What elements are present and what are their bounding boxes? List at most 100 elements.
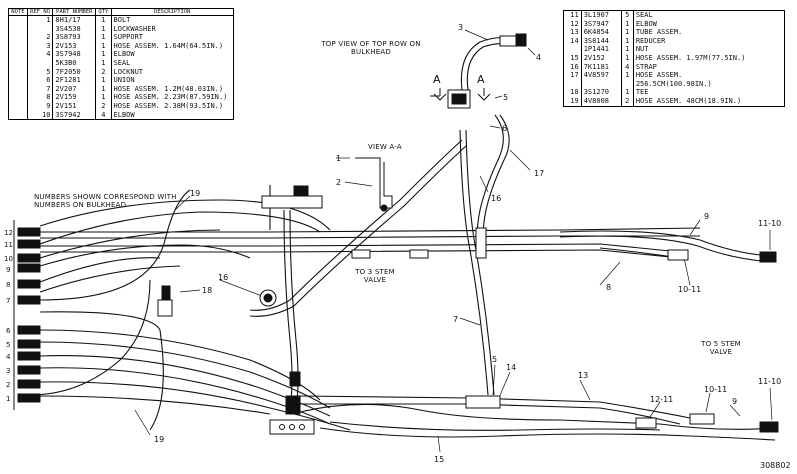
- hose-15-b: [329, 421, 661, 431]
- view-aa-label: VIEW A-A: [368, 143, 402, 151]
- cell-qty: 1: [95, 76, 112, 85]
- cell-desc: REDUCER: [632, 36, 785, 46]
- drawing-number: 308802: [760, 461, 791, 470]
- cell-desc: SEAL: [632, 10, 785, 20]
- cell-part: 7K1181: [580, 62, 622, 72]
- cell-part: 5K3B0: [52, 58, 96, 68]
- cell-desc: UNION: [110, 76, 234, 85]
- bulkhead-num-1: 1: [6, 395, 10, 403]
- hose-vertical-mid-b: [283, 209, 293, 411]
- cell-note: [9, 68, 28, 77]
- cell-note: [9, 25, 28, 34]
- cell-ref: 15: [570, 53, 579, 62]
- reducer-fitting: [465, 395, 501, 409]
- cell-ref: 19: [570, 96, 579, 105]
- callout-9-upper: 9: [704, 212, 709, 221]
- cell-ref: 16: [570, 62, 579, 71]
- cell-desc: HOSE ASSEM. 2.23M(87.59IN.): [110, 93, 234, 102]
- cell-part: 1P1441: [580, 45, 622, 54]
- callout-14: 14: [506, 363, 516, 372]
- cell-note: [9, 16, 28, 25]
- bulkhead-num-3: 3: [6, 367, 10, 375]
- cell-qty: 1: [620, 19, 634, 29]
- cell-part: 4V8597: [580, 71, 622, 80]
- cell-ref: 17: [570, 71, 579, 80]
- hose-9-lower: [299, 403, 776, 430]
- hose-lower-2: [39, 341, 331, 409]
- col-ref: REF NO: [26, 8, 53, 16]
- cell-qty: 1: [95, 93, 112, 102]
- top-view-note: TOP VIEW OF TOP ROW ON BULKHEAD: [321, 40, 421, 56]
- cell-qty: 1: [95, 33, 112, 42]
- hose-arc-3: [39, 229, 221, 259]
- hose-7: [459, 129, 489, 396]
- cell-desc: HOSE ASSEM. 48CM(18.9IN.): [632, 96, 785, 107]
- hose-16-b: [249, 145, 467, 317]
- cell-part: [580, 79, 622, 89]
- hose-7-b: [465, 129, 495, 396]
- cell-ref: 18: [570, 88, 579, 97]
- cell-qty: 2: [620, 96, 634, 107]
- cell-ref: [26, 24, 53, 34]
- hose-lower-4: [39, 367, 331, 425]
- cell-qty: 4: [620, 62, 634, 72]
- col-note: NOTE: [8, 8, 28, 16]
- cell-part: 7F2050: [52, 67, 96, 77]
- col-part: PART NUMBER: [52, 8, 96, 16]
- callout-10-11-lower: 10-11: [704, 385, 727, 394]
- callout-12-11: 12-11: [650, 395, 673, 404]
- hose-upper-2: [40, 235, 700, 239]
- callout-4: 4: [536, 53, 541, 62]
- cell-part: 4V8008: [580, 96, 622, 107]
- elbow-fitting-4: [499, 35, 517, 47]
- bulkhead-num-10: 10: [4, 255, 13, 263]
- cell-note: [9, 85, 28, 94]
- bulkhead-num-7: 7: [6, 297, 10, 305]
- cell-part: 3S4538: [52, 24, 96, 34]
- to-3-stem-valve-note: TO 3 STEM VALVE: [355, 268, 395, 284]
- bulkhead-num-2: 2: [6, 381, 10, 389]
- view-aa-support: [355, 157, 393, 209]
- cell-qty: 1: [620, 28, 634, 37]
- cell-desc: LOCKWASHER: [110, 24, 234, 34]
- cell-desc: HOSE ASSEM. 1.97M(77.5IN.): [632, 53, 785, 63]
- cell-ref: 2: [26, 33, 53, 42]
- hose-lower-3: [39, 355, 331, 417]
- bulkhead-num-8: 8: [6, 281, 10, 289]
- cell-part: 2F1281: [52, 76, 96, 85]
- cell-qty: 4: [95, 110, 112, 120]
- bulkhead-num-11: 11: [4, 241, 13, 249]
- cell-qty: 1: [620, 53, 634, 63]
- hose-lines: [29, 29, 776, 453]
- cell-desc: TEE: [632, 88, 785, 97]
- hose-upper-4: [40, 249, 681, 259]
- cell-ref: 11: [570, 11, 579, 19]
- cell-qty: [620, 79, 634, 89]
- cell-part: 3S8793: [52, 33, 96, 42]
- hose-arc-1: [39, 199, 331, 231]
- callout-13: 13: [578, 371, 588, 380]
- cell-ref: 14: [570, 36, 579, 45]
- cell-ref: 7: [26, 84, 53, 94]
- cell-part: 3S7942: [52, 110, 96, 120]
- parts-table-left: NOTE REF NO PART NUMBER QTY DESCRIPTION …: [8, 8, 234, 121]
- callout-19-lower: 19: [154, 435, 164, 444]
- bulkhead-num-12: 12: [4, 229, 13, 237]
- section-arrows: [430, 88, 491, 101]
- cell-ref: 3: [26, 41, 53, 51]
- cell-qty: 1: [95, 41, 112, 51]
- callout-6: 6: [502, 124, 507, 133]
- cell-desc: 256.5CM(100.98IN.): [632, 79, 785, 89]
